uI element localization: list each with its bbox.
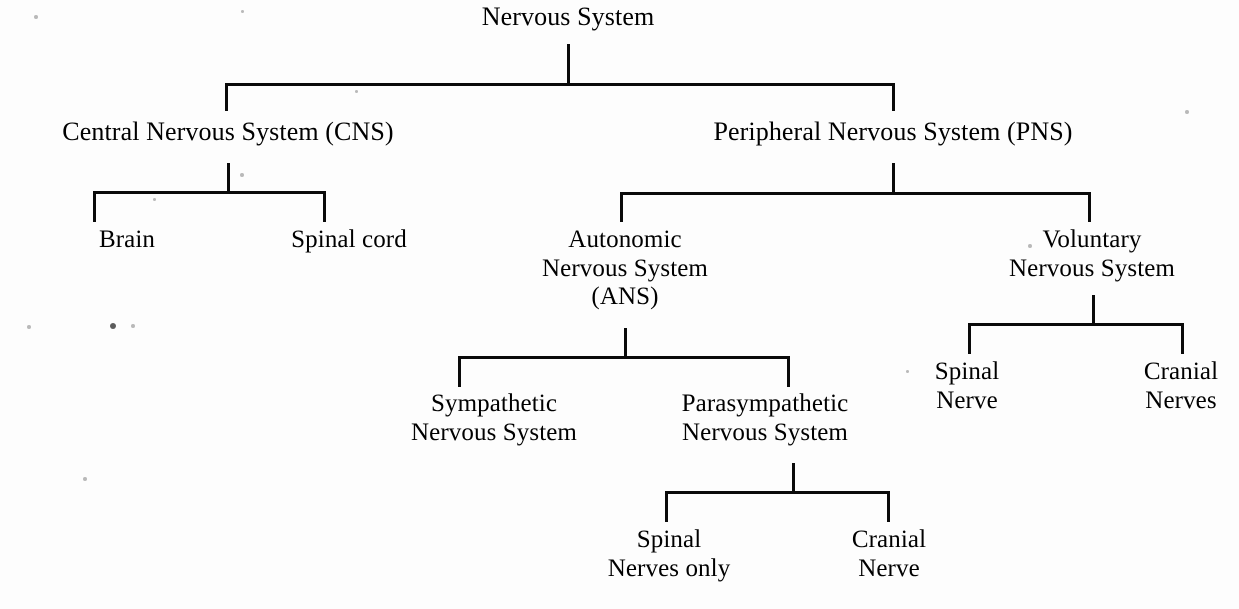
connector-drop-voluntary xyxy=(1088,192,1091,222)
node-label-line2: Nerves xyxy=(1145,386,1217,414)
scan-speck xyxy=(110,323,116,329)
scan-speck xyxy=(83,477,87,481)
node-label-line1: Cranial xyxy=(1143,358,1219,385)
scan-speck xyxy=(153,198,156,201)
connector-voluntary-bar xyxy=(968,323,1184,326)
scan-speck xyxy=(27,325,31,329)
scan-speck xyxy=(240,173,244,177)
connector-ans-stem xyxy=(624,328,627,359)
node-parasympathetic-nervous-system: Parasympathetic Nervous System xyxy=(682,390,849,447)
connector-drop-cns xyxy=(225,83,228,111)
node-para-spinal-nerves-only: Spinal Nerves only xyxy=(608,526,731,583)
node-voluntary-cranial-nerves: Cranial Nerves xyxy=(1144,358,1218,415)
node-spinal-cord: Spinal cord xyxy=(291,226,407,255)
connector-root-stem xyxy=(567,44,570,85)
connector-voluntary-stem xyxy=(1092,295,1095,325)
connector-drop-pns xyxy=(892,83,895,111)
node-label-line1: Voluntary xyxy=(1042,226,1142,253)
node-brain: Brain xyxy=(99,226,155,255)
node-nervous-system: Nervous System xyxy=(482,2,655,32)
connector-drop-sympathetic xyxy=(458,356,461,387)
node-label-line1: Spinal xyxy=(636,526,702,553)
node-label-line3: (ANS) xyxy=(591,283,659,310)
node-label-line1: Spinal xyxy=(934,358,1000,385)
node-label: Spinal cord xyxy=(291,226,407,253)
scan-speck xyxy=(355,90,358,93)
connector-pns-bar xyxy=(620,192,1091,195)
connector-drop-ans xyxy=(620,192,623,222)
node-autonomic-nervous-system: Autonomic Nervous System (ANS) xyxy=(542,226,708,312)
connector-drop-brain xyxy=(93,191,96,222)
node-label-line1: Autonomic xyxy=(568,226,682,253)
node-label-line2: Nervous System xyxy=(542,254,708,282)
connector-drop-para-spinal xyxy=(665,491,668,522)
node-label-line2: Nerve xyxy=(936,386,998,414)
connector-drop-para-cranial xyxy=(887,491,890,522)
connector-level1-bar xyxy=(225,83,895,86)
node-label-line1: Sympathetic xyxy=(430,390,558,417)
node-label: Nervous System xyxy=(481,2,655,31)
scan-speck xyxy=(131,324,135,328)
scan-speck xyxy=(241,10,244,13)
node-label: Peripheral Nervous System (PNS) xyxy=(713,117,1073,146)
node-label-line1: Parasympathetic xyxy=(681,390,849,417)
connector-cns-stem xyxy=(227,163,230,194)
node-label-line2: Nerve xyxy=(858,554,920,582)
scan-speck xyxy=(1028,244,1032,248)
connector-cns-bar xyxy=(93,191,326,194)
connector-drop-spinal-cord xyxy=(323,191,326,222)
node-para-cranial-nerve: Cranial Nerve xyxy=(852,526,926,583)
connector-drop-parasympathetic xyxy=(787,356,790,387)
scan-speck xyxy=(34,15,38,19)
connector-parasympathetic-bar xyxy=(665,491,890,494)
connector-pns-stem xyxy=(892,163,895,194)
node-label-line2: Nervous System xyxy=(411,418,577,446)
connector-ans-bar xyxy=(458,356,790,359)
node-label-line1: Cranial xyxy=(851,526,927,553)
node-voluntary-nervous-system: Voluntary Nervous System xyxy=(1009,226,1175,283)
scan-speck xyxy=(1185,110,1189,114)
scan-speck xyxy=(906,370,909,373)
node-sympathetic-nervous-system: Sympathetic Nervous System xyxy=(411,390,577,447)
node-voluntary-spinal-nerve: Spinal Nerve xyxy=(935,358,1000,415)
node-label: Brain xyxy=(98,226,156,253)
connector-drop-voluntary-cranial xyxy=(1181,323,1184,354)
node-label: Central Nervous System (CNS) xyxy=(62,117,394,146)
node-peripheral-nervous-system: Peripheral Nervous System (PNS) xyxy=(713,117,1072,147)
node-label-line2: Nervous System xyxy=(682,418,848,446)
connector-drop-voluntary-spinal xyxy=(968,323,971,354)
node-central-nervous-system: Central Nervous System (CNS) xyxy=(62,117,393,147)
node-label-line2: Nervous System xyxy=(1009,254,1175,282)
connector-parasympathetic-stem xyxy=(792,463,795,494)
node-label-line2: Nerves only xyxy=(607,554,731,582)
